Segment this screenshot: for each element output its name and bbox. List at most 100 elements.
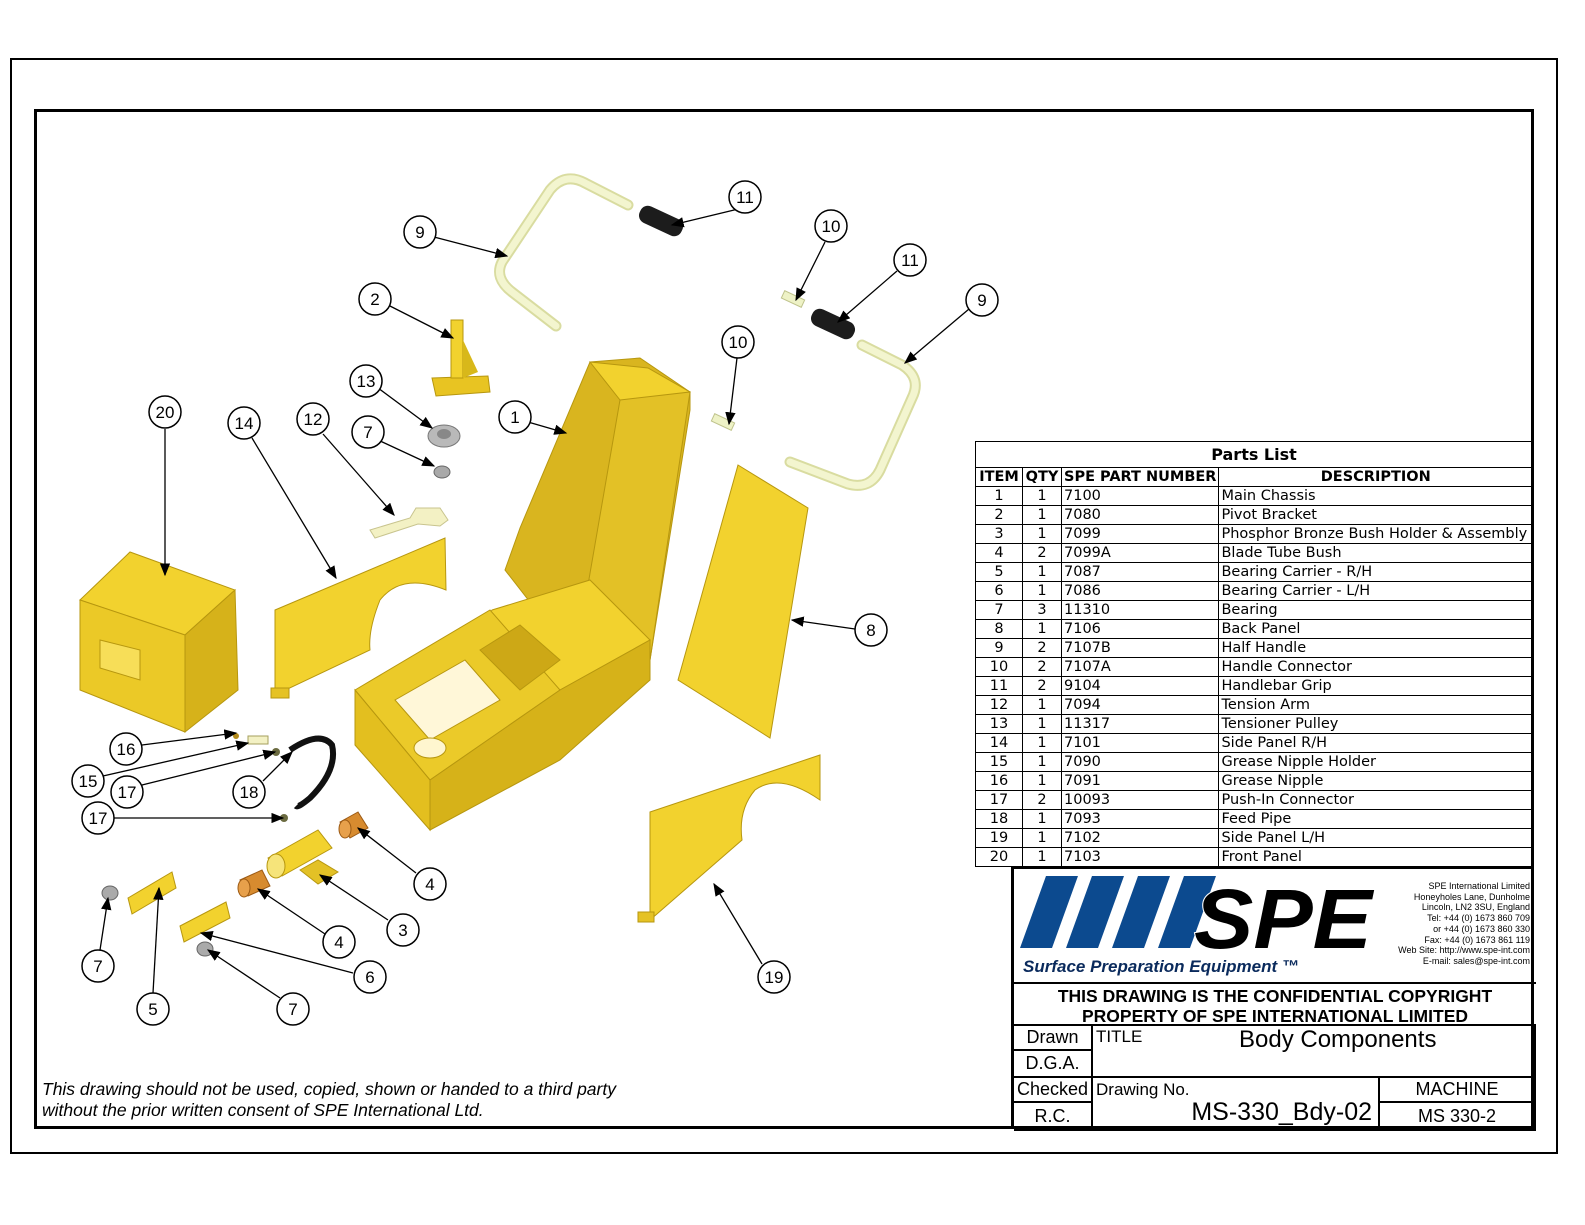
confidential-line-1: THIS DRAWING IS THE CONFIDENTIAL COPYRIG… xyxy=(1057,986,1493,1006)
part-number-cell: 11317 xyxy=(1060,714,1220,734)
item-balloon: 2 xyxy=(358,282,392,316)
drawing-number-cell: Drawing No. MS-330_Bdy-02 xyxy=(1093,1078,1380,1131)
part-main-chassis xyxy=(354,357,692,832)
balloon-label: 11 xyxy=(901,251,919,270)
part-number-cell: 7087 xyxy=(1060,562,1220,582)
part-grip-left xyxy=(638,205,684,237)
qty-cell: 1 xyxy=(1022,847,1062,867)
balloon-circle xyxy=(227,406,261,440)
part-bearing-carrier-rh xyxy=(127,871,177,915)
part-handle-left-outline xyxy=(496,175,632,330)
spe-logo-text: SPE xyxy=(1194,872,1375,966)
item-balloon: 7 xyxy=(81,949,115,983)
item-balloon: 10 xyxy=(721,325,755,359)
part-side-panel-rh-tab xyxy=(270,687,290,699)
item-balloon: 16 xyxy=(109,732,143,766)
item-balloon: 3 xyxy=(386,913,420,947)
balloon-label: 18 xyxy=(240,783,259,802)
part-number-cell: 7107B xyxy=(1060,638,1220,658)
description-cell: Half Handle xyxy=(1218,638,1533,658)
item-balloon: 14 xyxy=(227,406,261,440)
item-balloon: 18 xyxy=(232,775,266,809)
item-balloon: 9 xyxy=(403,215,437,249)
balloon-circle xyxy=(413,867,447,901)
company-address-line: E-mail: sales@spe-int.com xyxy=(1422,955,1530,966)
company-address-line: Web Site: http://www.spe-int.com xyxy=(1398,945,1530,956)
description-cell: Grease Nipple Holder xyxy=(1218,752,1533,772)
part-number-cell: 7103 xyxy=(1060,847,1220,867)
balloon-circle xyxy=(351,415,385,449)
qty-cell: 1 xyxy=(1022,695,1062,715)
qty-cell: 1 xyxy=(1022,828,1062,848)
description-cell: Tensioner Pulley xyxy=(1218,714,1533,734)
part-bearing-bottom xyxy=(196,941,214,957)
item-balloon: 12 xyxy=(296,402,330,436)
parts-list-title: Parts List xyxy=(975,441,1533,468)
part-number-cell: 7086 xyxy=(1060,581,1220,601)
qty-cell: 1 xyxy=(1022,752,1062,772)
item-balloon: 11 xyxy=(728,180,762,214)
balloon-label: 7 xyxy=(288,1000,297,1019)
drawing-number: MS-330_Bdy-02 xyxy=(1191,1098,1372,1126)
balloon-circle xyxy=(893,243,927,277)
balloon-circle xyxy=(81,801,115,835)
balloon-label: 2 xyxy=(370,290,379,309)
balloon-label: 7 xyxy=(93,957,102,976)
balloon-circle xyxy=(148,395,182,429)
confidential-line-2: PROPERTY OF SPE INTERNATIONAL LIMITED xyxy=(1082,1006,1468,1026)
item-balloon: 1 xyxy=(498,400,532,434)
part-bearing-top xyxy=(433,465,451,479)
title-label: TITLE xyxy=(1096,1027,1143,1046)
company-tagline: Surface Preparation Equipment ™ xyxy=(1023,957,1299,976)
item-balloon: 5 xyxy=(136,992,170,1026)
description-cell: Front Panel xyxy=(1218,847,1533,867)
part-number-cell: 7091 xyxy=(1060,771,1220,791)
balloon-label: 9 xyxy=(977,291,986,310)
part-handle-connector-lower xyxy=(710,413,736,431)
item-balloon: 7 xyxy=(351,415,385,449)
qty-cell: 1 xyxy=(1022,486,1062,506)
item-balloon: 17 xyxy=(110,775,144,809)
col-header-part-number: SPE PART NUMBER xyxy=(1060,467,1220,487)
qty-cell: 1 xyxy=(1022,733,1062,753)
balloon-label: 7 xyxy=(363,423,372,442)
description-cell: Handle Connector xyxy=(1218,657,1533,677)
balloon-circle xyxy=(814,209,848,243)
description-cell: Phosphor Bronze Bush Holder & Assembly xyxy=(1218,524,1533,544)
item-cell: 2 xyxy=(975,505,1023,525)
drawn-label: Drawn xyxy=(1014,1026,1093,1051)
part-bearing-left xyxy=(101,885,119,901)
qty-cell: 1 xyxy=(1022,771,1062,791)
item-balloon: 6 xyxy=(353,960,387,994)
balloon-label: 8 xyxy=(866,621,875,640)
item-cell: 14 xyxy=(975,733,1023,753)
description-cell: Bearing xyxy=(1218,600,1533,620)
company-address-line: Honeyholes Lane, Dunholme xyxy=(1413,891,1530,902)
part-number-cell: 9104 xyxy=(1060,676,1220,696)
balloon-label: 17 xyxy=(118,783,137,802)
balloon-circle xyxy=(728,180,762,214)
qty-cell: 1 xyxy=(1022,524,1062,544)
drawn-by: D.G.A. xyxy=(1014,1051,1093,1078)
note-line-2: without the prior written consent of SPE… xyxy=(42,1100,484,1120)
balloon-label: 11 xyxy=(736,188,754,207)
item-balloon: 4 xyxy=(322,925,356,959)
description-cell: Bearing Carrier - R/H xyxy=(1218,562,1533,582)
balloon-label: 13 xyxy=(357,372,376,391)
part-number-cell: 7080 xyxy=(1060,505,1220,525)
part-handle-left xyxy=(494,173,634,332)
part-number-cell: 7101 xyxy=(1060,733,1220,753)
col-header-item: ITEM xyxy=(975,467,1023,487)
balloon-label: 9 xyxy=(415,223,424,242)
qty-cell: 2 xyxy=(1022,543,1062,563)
description-cell: Blade Tube Bush xyxy=(1218,543,1533,563)
part-handle-connector-upper xyxy=(780,290,806,308)
item-balloon: 15 xyxy=(71,764,105,798)
